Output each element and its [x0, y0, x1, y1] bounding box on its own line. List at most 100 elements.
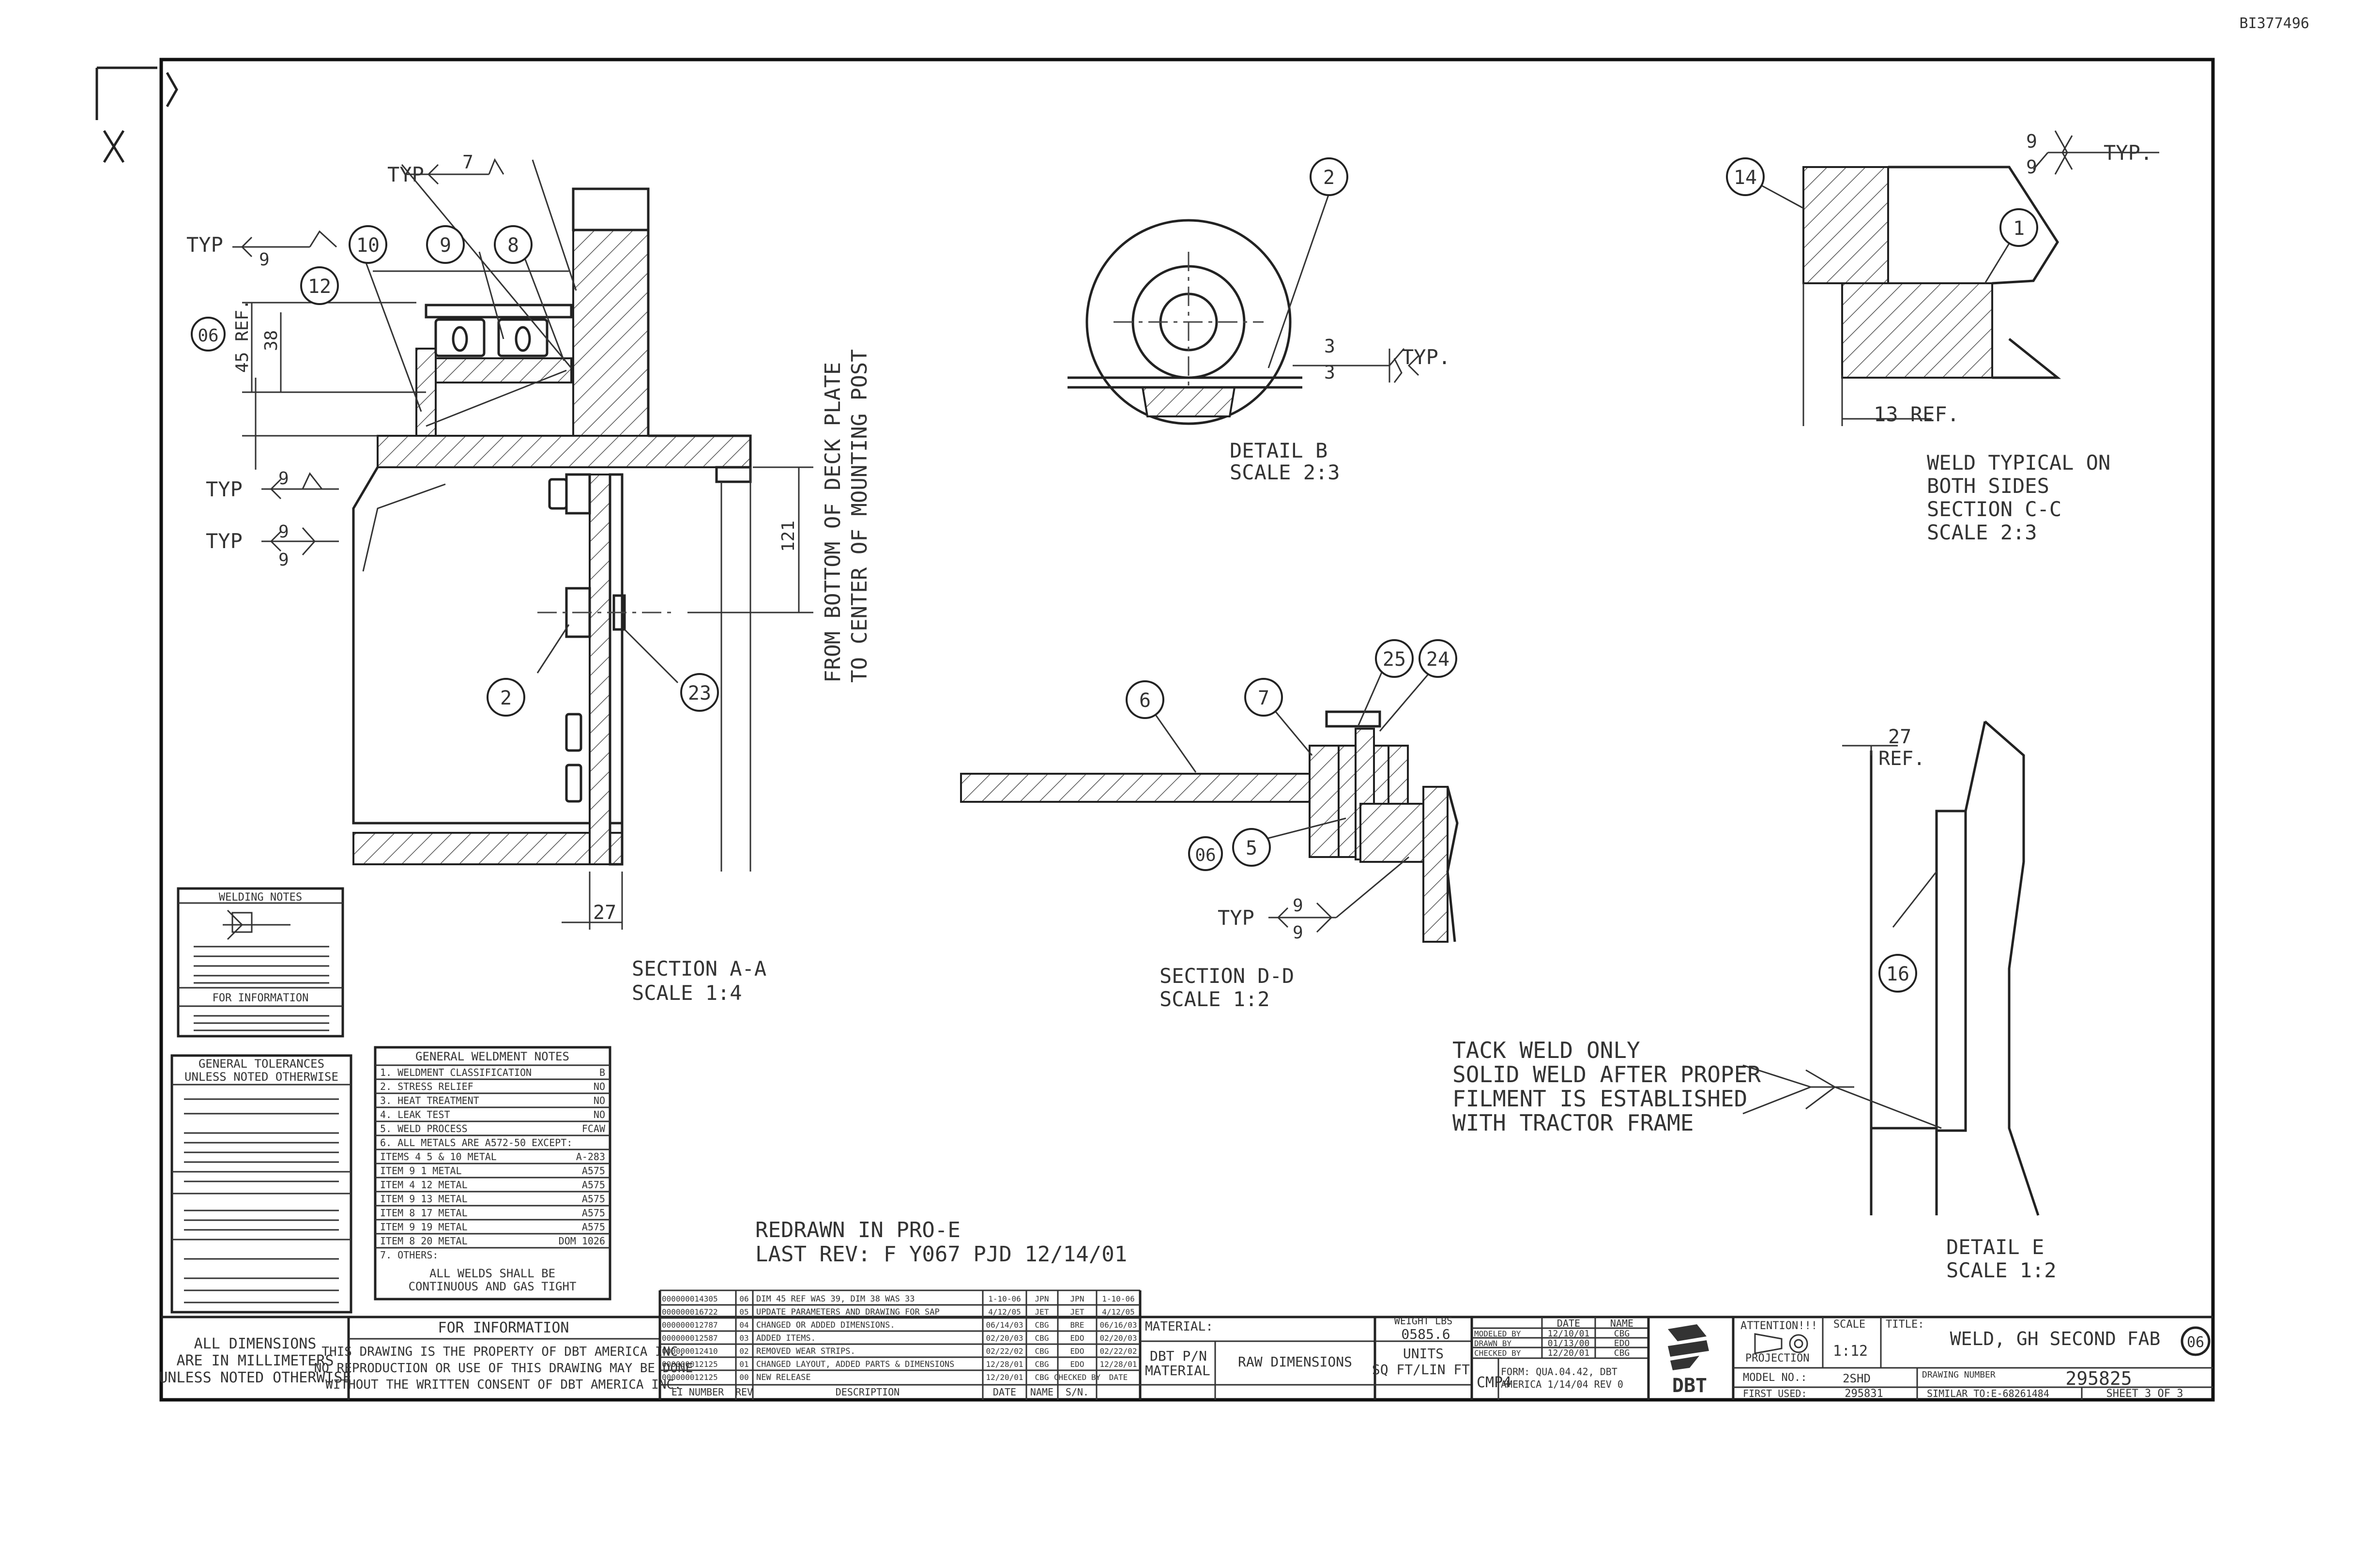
all-dimensions-note-1: ALL DIMENSIONS	[194, 1335, 317, 1352]
raw-dimensions-label: RAW DIMENSIONS	[1238, 1354, 1352, 1370]
weldment-row-label: 3. HEAT TREATMENT	[380, 1095, 479, 1106]
dim-ref-detail-e: REF.	[1878, 748, 1925, 770]
rev-header-description: DESCRIPTION	[836, 1386, 900, 1398]
section-dd-labels: 6 7 25 24 5 06 TYP 9 9 SECTION D-D SCALE…	[1126, 639, 1457, 1011]
section-aa-title: SECTION A-A	[632, 957, 766, 980]
section-cc-note-1: WELD TYPICAL ON	[1927, 451, 2110, 475]
sheet-border	[159, 58, 2215, 1402]
weldment-footer-1: ALL WELDS SHALL BE	[429, 1267, 555, 1280]
drawing-title: WELD, GH SECOND FAB	[1950, 1328, 2161, 1349]
weld-size-3-bottom: 3	[1324, 362, 1335, 383]
note-deck-plate: FROM BOTTOM OF DECK PLATE	[821, 362, 845, 683]
welding-notes-title: WELDING NOTES	[219, 891, 302, 904]
all-dimensions-note-3: UNLESS NOTED OTHERWISE	[159, 1369, 351, 1386]
weldment-row-label: ITEM 8 20 METAL	[380, 1235, 468, 1247]
property-note-3: WITHOUT THE WRITTEN CONSENT OF DBT AMERI…	[325, 1378, 682, 1392]
weldment-row-label: ITEM 8 17 METAL	[380, 1207, 468, 1219]
revision-cell-ckdate: 06/16/03	[1099, 1320, 1137, 1330]
revision-cell-date: 02/22/02	[986, 1347, 1023, 1356]
scale-label: SCALE	[1833, 1318, 1865, 1331]
section-dd-scale: SCALE 1:2	[1159, 987, 1270, 1011]
weld-size-9-dd-bottom: 9	[1293, 923, 1303, 943]
tolerances-fineprint	[172, 1098, 351, 1303]
date-label: DATE	[1557, 1317, 1580, 1329]
section-cc-title: SECTION C-C	[1927, 497, 2061, 521]
weight-label: WEIGHT LBS	[1394, 1315, 1452, 1327]
weld-size-9-cc-bottom: 9	[2026, 156, 2037, 178]
revision-cell-ch: EDO	[1070, 1333, 1084, 1343]
dim-27-section-aa: 27	[593, 902, 616, 924]
weld-typ-cc: TYP.	[2104, 141, 2152, 165]
welding-notes-for-information: FOR INFORMATION	[213, 992, 309, 1004]
section-cc-note-2: BOTH SIDES	[1927, 474, 2049, 498]
weldment-row-value: B	[599, 1067, 605, 1078]
tolerances-title-2: UNLESS NOTED OTHERWISE	[184, 1070, 338, 1084]
callout-24: 24	[1426, 648, 1449, 671]
detail-e-view	[1742, 720, 2040, 1216]
title-block-for-information: FOR INFORMATION	[438, 1319, 569, 1336]
weld-size-9-mid: 9	[278, 469, 289, 489]
weldment-footer-2: CONTINUOUS AND GAS TIGHT	[409, 1280, 577, 1293]
weldment-row-label: 6. ALL METALS ARE A572-50 EXCEPT:	[380, 1137, 572, 1149]
callout-10: 10	[356, 234, 380, 257]
section-aa-scale: SCALE 1:4	[632, 981, 742, 1005]
tack-weld-note-4: WITH TRACTOR FRAME	[1452, 1110, 1694, 1136]
callout-1: 1	[2013, 217, 2025, 240]
title-label: TITLE:	[1886, 1318, 1924, 1331]
revision-cell-name: CBG	[1035, 1320, 1049, 1330]
weld-size-9-low-a: 9	[278, 522, 289, 542]
revision-cell-rev: 05	[739, 1307, 748, 1317]
revision-cell-ckdate: 02/22/02	[1099, 1347, 1137, 1356]
drawn-by-label: DRAWN BY	[1474, 1339, 1511, 1348]
weldment-row-label: ITEM 4 12 METAL	[380, 1179, 468, 1191]
revision-cell-ch: CHECKED BY	[1054, 1373, 1101, 1382]
callout-8: 8	[507, 234, 519, 257]
revision-cell-ei: 000000014305	[662, 1294, 718, 1303]
callout-23: 23	[688, 682, 711, 705]
section-dd-view	[960, 665, 1459, 943]
cmp-code: CMP4	[1477, 1374, 1511, 1391]
revision-cell-ckdate: 02/20/03	[1099, 1333, 1137, 1343]
weld-symbol-legend-icon	[223, 909, 290, 940]
callout-7: 7	[1258, 687, 1269, 709]
revision-cell-ei: 000000012410	[662, 1347, 718, 1356]
units-value: SQ FT/LIN FT	[1372, 1362, 1470, 1378]
weld-size-9-left: 9	[259, 250, 270, 270]
deck-plate	[377, 435, 751, 468]
document-id: BI377496	[2240, 15, 2310, 32]
detail-e-title: DETAIL E	[1946, 1235, 2044, 1259]
detail-b-view	[1068, 193, 1419, 425]
callout-06-section-aa: 06	[198, 326, 218, 346]
revision-cell-date: 4/12/05	[988, 1307, 1021, 1317]
checked-date: 12/20/01	[1548, 1348, 1590, 1358]
weld-typ-detail-b: TYP.	[1402, 345, 1450, 369]
projection-symbol-icon	[1754, 1333, 1808, 1354]
revision-cell-ckdate: 1-10-06	[1102, 1294, 1134, 1303]
rev-header-date: DATE	[993, 1386, 1016, 1398]
section-cc-view	[1745, 130, 2159, 426]
revision-cell-desc: UPDATE PARAMETERS AND DRAWING FOR SAP	[756, 1307, 940, 1317]
first-used-value: 295831	[1845, 1388, 1883, 1400]
company-name: DBT	[1672, 1375, 1707, 1397]
property-note-1: THIS DRAWING IS THE PROPERTY OF DBT AMER…	[321, 1345, 685, 1359]
revision-cell-rev: 00	[739, 1373, 748, 1382]
modeled-date: 12/10/01	[1548, 1329, 1590, 1339]
weldment-row-value: FCAW	[582, 1123, 606, 1134]
weld-typ-label-mid: TYP	[206, 477, 243, 501]
checked-name: CBG	[1614, 1348, 1630, 1358]
checked-by-label: CHECKED BY	[1474, 1348, 1521, 1358]
weldment-row-value: NO	[594, 1081, 605, 1092]
weldment-row-value: A575	[582, 1221, 605, 1233]
revision-cell-ei: 000000012125	[662, 1360, 718, 1369]
weldment-row-label: 7. OTHERS:	[380, 1249, 438, 1261]
welding-notes-box: WELDING NOTES FOR INFORMATION	[177, 887, 344, 1038]
section-aa-callouts: 10 9 8 12 06 2 23 TYP 7 TYP 9 TYP 9 TYP …	[186, 152, 872, 1005]
revision-cell-name: JPN	[1035, 1294, 1049, 1303]
weldment-notes-box: GENERAL WELDMENT NOTES 1. WELDMENT CLASS…	[374, 1046, 611, 1301]
revision-cell-ch: JET	[1070, 1307, 1084, 1317]
revision-cell-name: JET	[1035, 1307, 1049, 1317]
drawing-number: 295825	[2065, 1368, 2132, 1389]
weld-size-9-low-b: 9	[278, 550, 289, 570]
dim-45-ref: 45 REF.	[232, 299, 252, 373]
